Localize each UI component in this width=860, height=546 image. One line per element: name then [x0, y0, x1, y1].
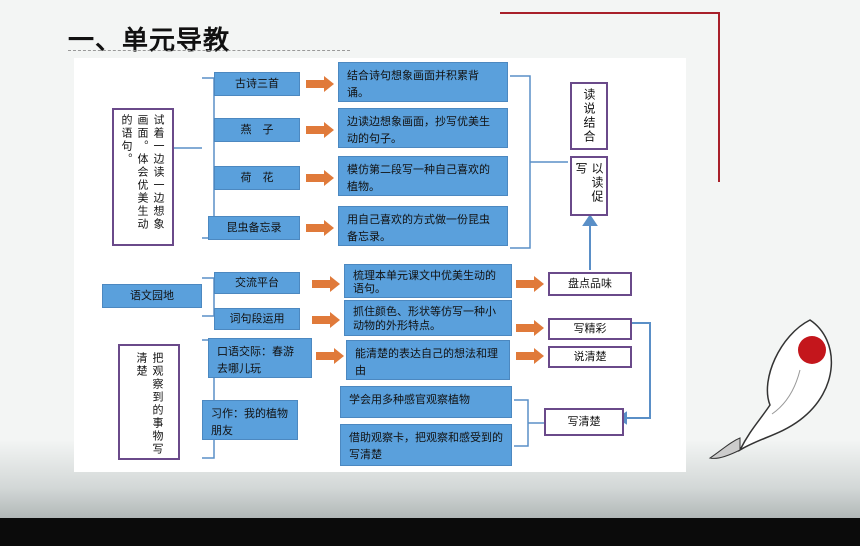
- note-kunchong: 用自己喜欢的方式做一份昆虫备忘录。: [338, 206, 508, 246]
- box-yidu: 以读促写: [570, 156, 608, 216]
- arrow-icon: [516, 276, 544, 292]
- note-jiaoliu: 梳理本单元课文中优美生动的语句。: [344, 264, 512, 298]
- arrow-icon: [316, 348, 344, 364]
- diagram-panel: 试着一边读一边想象画面。体会优美生动的语句。 语文园地 把观察到的事物写清楚 古…: [74, 58, 686, 472]
- box-yidu-text: 以读促写: [574, 162, 604, 204]
- box-xiejingcai: 写精彩: [548, 318, 632, 340]
- title-underline: [68, 50, 350, 51]
- arrow-icon: [516, 348, 544, 364]
- red-frame-line-vertical: [718, 12, 720, 182]
- goal-text-1: 体会优美生动的语句。: [120, 114, 149, 231]
- lesson-yanzi: 燕 子: [214, 118, 300, 142]
- xizuo-box: 习作：我的植物朋友: [202, 400, 298, 440]
- goal-box-writing: 把观察到的事物写清楚: [118, 344, 180, 460]
- arrow-icon: [312, 276, 340, 292]
- arrow-icon: [306, 122, 334, 138]
- yuwen-jiaoliu: 交流平台: [214, 272, 300, 294]
- arrow-icon: [516, 320, 544, 336]
- note-xizuo-1: 学会用多种感官观察植物: [340, 386, 512, 418]
- goal-text-writing: 把观察到的事物写清楚: [135, 352, 164, 456]
- lesson-kunchong: 昆虫备忘录: [208, 216, 300, 240]
- bottom-black-bar: [0, 518, 860, 546]
- note-hehua: 模仿第二段写一种自己喜欢的植物。: [338, 156, 508, 196]
- note-xizuo-2: 借助观察卡，把观察和感受到的写清楚: [340, 424, 512, 466]
- box-dushuo: 读说结合: [570, 82, 608, 150]
- arrow-icon: [306, 220, 334, 236]
- box-xieqingchu: 写清楚: [544, 408, 624, 436]
- box-dushuo-text: 读说结合: [582, 88, 596, 144]
- lesson-gushi: 古诗三首: [214, 72, 300, 96]
- note-kouyu: 能清楚的表达自己的想法和理由: [346, 340, 510, 380]
- note-gushi: 结合诗句想象画面并积累背诵。: [338, 62, 508, 102]
- yuwen-cijuduan: 词句段运用: [214, 308, 300, 330]
- goal-box-reading: 试着一边读一边想象画面。体会优美生动的语句。: [112, 108, 174, 246]
- red-frame-line: [500, 12, 720, 14]
- yuwen-yuandi-box: 语文园地: [102, 284, 202, 308]
- page-title: 一、单元导教: [68, 26, 231, 56]
- kouyu-box: 口语交际：春游去哪儿玩: [208, 338, 312, 378]
- note-yanzi: 边读边想象画面，抄写优美生动的句子。: [338, 108, 508, 148]
- arrow-icon: [312, 312, 340, 328]
- lesson-hehua: 荷 花: [214, 166, 300, 190]
- koi-fish-icon: [708, 319, 832, 459]
- note-cijuduan: 抓住颜色、形状等仿写一种小动物的外形特点。: [344, 300, 512, 336]
- goal-text-2: 试着一边读一边想象画面。: [136, 114, 165, 231]
- box-shuoqingchu: 说清楚: [548, 346, 632, 368]
- arrow-icon: [306, 170, 334, 186]
- arrow-icon: [306, 76, 334, 92]
- box-pandian: 盘点品味: [548, 272, 632, 296]
